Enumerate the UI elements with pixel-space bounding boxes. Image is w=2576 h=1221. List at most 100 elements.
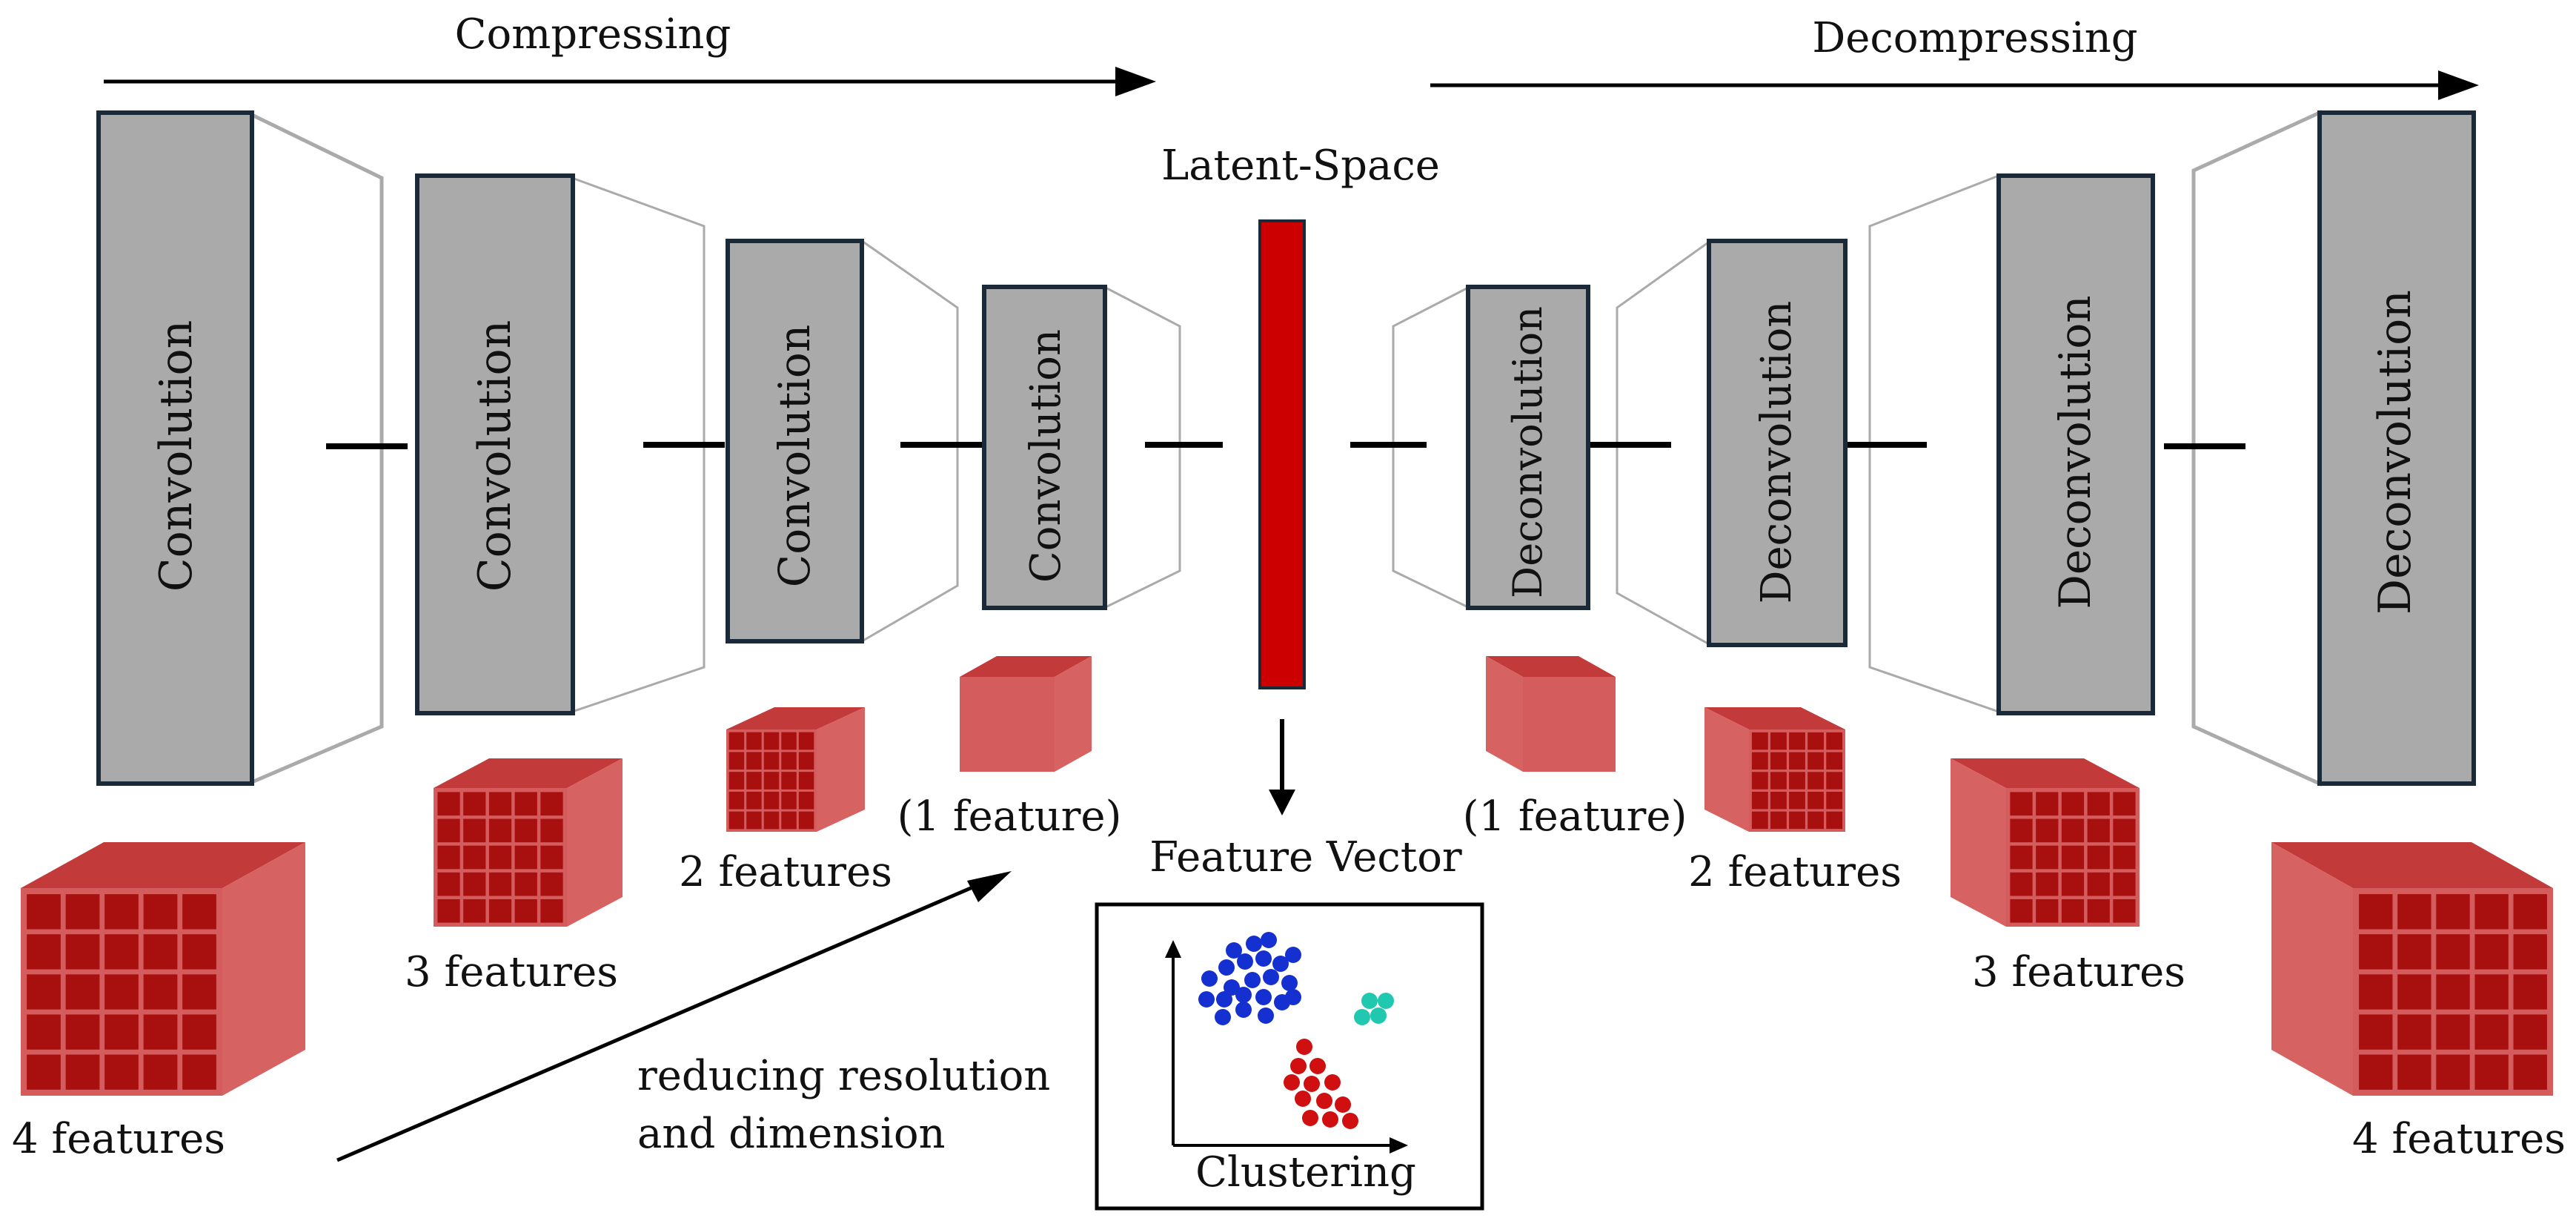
reducing-annotation-line1: reducing resolution <box>637 1052 1050 1100</box>
cube-cell <box>488 845 512 870</box>
cube-cell <box>2113 818 2136 843</box>
conv-block-label: Convolution <box>469 320 521 592</box>
cube-front <box>1523 677 1616 772</box>
cube-cell <box>781 772 797 790</box>
cube-cell <box>2036 872 2059 896</box>
cube-side <box>1704 707 1749 832</box>
cube-cell <box>1770 811 1787 830</box>
cluster-dot-blue <box>1263 969 1279 985</box>
cube-cell <box>488 872 512 896</box>
cube-cell <box>463 872 486 896</box>
cube-cell <box>104 934 139 970</box>
cube-top <box>1486 656 1616 677</box>
feature-cube <box>1704 707 1845 832</box>
cube-cell <box>2513 1054 2547 1090</box>
cube-side <box>567 758 623 927</box>
cube-cell <box>1826 732 1843 750</box>
reducing-arrow <box>336 871 1012 1162</box>
cube-cell <box>2010 872 2033 896</box>
cluster-dot-red <box>1309 1058 1326 1074</box>
cube-top <box>726 707 865 729</box>
cluster-dot-red <box>1324 1074 1341 1091</box>
cube-cell <box>27 1014 61 1050</box>
deconv-block <box>2317 110 2476 786</box>
conv-block-label: Convolution <box>769 325 820 587</box>
feature-cube <box>1486 656 1616 772</box>
feature-cube <box>960 656 1092 772</box>
cluster-dot-blue <box>1198 991 1215 1007</box>
cube-cell <box>1826 811 1843 830</box>
cube-cell <box>2113 845 2136 870</box>
cube-cell <box>104 894 139 930</box>
cluster-dot-blue <box>1246 936 1262 952</box>
cube-cell <box>781 791 797 810</box>
cube-front <box>960 677 1055 772</box>
cube-cell <box>746 752 762 770</box>
cube-cell <box>746 791 762 810</box>
cube-cell <box>27 894 61 930</box>
cube-cell <box>463 845 486 870</box>
cluster-dot-blue <box>1281 975 1298 991</box>
cube-cell <box>2397 894 2431 930</box>
cube-cell <box>798 732 814 750</box>
cube-cell <box>781 752 797 770</box>
cluster-dot-red <box>1316 1093 1332 1109</box>
cube-cell <box>728 772 745 790</box>
cube-cell <box>540 845 563 870</box>
cube-cell <box>1789 811 1805 830</box>
cube-cell <box>2087 792 2110 816</box>
cube-cell <box>2397 934 2431 970</box>
cube-cell <box>27 1054 61 1090</box>
cube-cell <box>182 974 216 1010</box>
cube-cell <box>798 811 814 830</box>
cube-cell <box>104 1014 139 1050</box>
feature-label-3-right: 3 features <box>1972 948 2185 996</box>
cube-cell <box>1807 752 1825 770</box>
cube-cell <box>1770 752 1787 770</box>
cube-cell <box>2397 1054 2431 1090</box>
cluster-dot-blue <box>1235 987 1252 1003</box>
cube-cell <box>2010 818 2033 843</box>
cluster-dots <box>1198 932 1394 1129</box>
cluster-dot-blue <box>1235 1002 1252 1018</box>
cube-cell <box>2474 934 2509 970</box>
cube-cell <box>728 732 745 750</box>
cube-cell <box>2513 974 2547 1010</box>
cube-cell <box>540 792 563 816</box>
cube-cell <box>2359 1054 2393 1090</box>
cube-cell <box>763 811 780 830</box>
cube-cell <box>143 1014 178 1050</box>
deconv-block <box>1996 173 2155 715</box>
cube-cell <box>182 894 216 930</box>
cube-cell <box>1751 752 1768 770</box>
cube-cell <box>463 792 486 816</box>
cluster-dot-red <box>1322 1111 1338 1128</box>
cube-cell <box>437 899 460 923</box>
cluster-dot-blue <box>1272 956 1289 972</box>
cube-cell <box>746 772 762 790</box>
cube-cell <box>2061 792 2085 816</box>
cube-cell <box>514 792 537 816</box>
cube-cell <box>2113 872 2136 896</box>
latent-space-bar <box>1258 219 1306 689</box>
cube-top <box>2271 842 2553 888</box>
cube-cell <box>2061 845 2085 870</box>
cube-cell <box>1751 772 1768 790</box>
cube-cell <box>2436 934 2470 970</box>
deconv-block <box>1466 285 1590 610</box>
cube-side <box>2271 842 2353 1096</box>
cube-cell <box>2113 792 2136 816</box>
cube-top <box>1951 758 2140 788</box>
cube-cell <box>798 791 814 810</box>
cube-cell <box>2036 792 2059 816</box>
cube-cell <box>2436 894 2470 930</box>
cube-cell <box>437 818 460 843</box>
cube-cell <box>746 811 762 830</box>
cluster-dot-blue <box>1255 950 1272 967</box>
cube-cell <box>27 974 61 1010</box>
cube-cell <box>2436 1054 2470 1090</box>
cube-cell <box>437 792 460 816</box>
cube-cell <box>104 974 139 1010</box>
cube-cell <box>1826 772 1843 790</box>
cube-cell <box>2010 792 2033 816</box>
